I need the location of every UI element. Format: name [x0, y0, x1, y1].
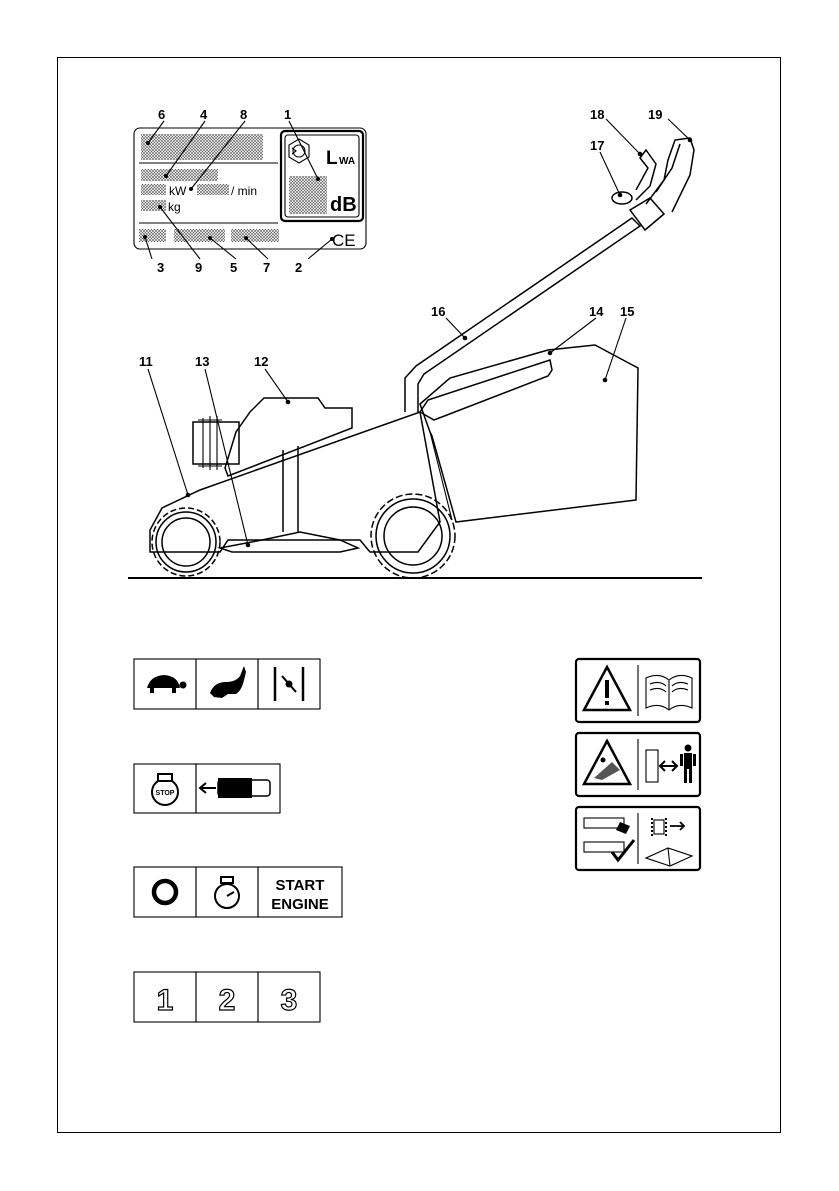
number-3: 3 [281, 984, 298, 1017]
engine-stop-icon: STOP [152, 774, 178, 805]
engine-start-icon [215, 877, 239, 908]
rating-plate: kW / min kg L WA dB CE 6 [134, 107, 366, 275]
callout-1: 1 [284, 107, 291, 122]
grass-catcher [420, 345, 638, 522]
callout-16: 16 [431, 304, 445, 319]
lwa-subscript: WA [339, 156, 355, 167]
number-1: 1 [157, 984, 174, 1017]
off-icon [154, 881, 176, 903]
lwa-label: L [326, 148, 338, 169]
warning-label-manual [576, 659, 700, 722]
plate-field-7 [231, 229, 279, 242]
db-label: dB [330, 194, 357, 216]
callout-4: 4 [200, 107, 208, 122]
callout-12: 12 [254, 354, 268, 369]
cutting-blade [220, 532, 358, 552]
callout-18: 18 [590, 107, 604, 122]
handle-release-icon [200, 778, 270, 798]
handle [405, 138, 694, 412]
turtle-icon [147, 675, 187, 693]
rabbit-icon [210, 666, 246, 698]
manual-book-icon [646, 675, 692, 710]
engine-label: ENGINE [271, 896, 329, 913]
spark-plug-icon [646, 818, 692, 866]
speed-symbol-strip [134, 659, 320, 709]
warning-label-distance [576, 733, 700, 796]
callout-11: 11 [139, 354, 153, 369]
front-wheel [152, 508, 220, 576]
plate-field-6 [141, 134, 263, 160]
rear-wheel [371, 494, 455, 578]
plate-field-3 [139, 229, 166, 242]
callout-8: 8 [240, 107, 247, 122]
plate-rpm-unit: / min [231, 184, 257, 198]
noise-level-icon [289, 139, 309, 163]
start-label: START [276, 877, 325, 894]
callout-15: 15 [620, 304, 634, 319]
control-lever [612, 192, 632, 204]
warning-triangle-icon [584, 667, 630, 710]
projectile-warning-icon [584, 741, 630, 784]
hand-blade-icon [584, 818, 634, 860]
callout-2: 2 [295, 260, 302, 275]
plate-field-kw [141, 184, 166, 195]
stop-symbol-strip: STOP [134, 764, 280, 813]
warning-label-blade [576, 807, 700, 870]
ce-mark: CE [332, 231, 356, 250]
callout-17: 17 [590, 138, 604, 153]
callout-13: 13 [195, 354, 209, 369]
callout-14: 14 [589, 304, 604, 319]
plate-field-4 [141, 169, 218, 181]
plate-kw-unit: kW [169, 184, 187, 198]
callout-6: 6 [158, 107, 165, 122]
stop-label: STOP [156, 790, 175, 797]
height-symbol-strip: 1 2 3 [134, 972, 320, 1022]
callout-19: 19 [648, 107, 662, 122]
plate-kg-unit: kg [168, 200, 181, 214]
person-icon [680, 745, 696, 784]
lwa-value-field [289, 176, 327, 214]
choke-icon [275, 667, 303, 701]
callout-7: 7 [263, 260, 270, 275]
plate-field-8 [197, 184, 229, 195]
number-2: 2 [219, 984, 236, 1017]
callout-3: 3 [157, 260, 164, 275]
callout-9: 9 [195, 260, 202, 275]
callout-5: 5 [230, 260, 237, 275]
start-symbol-strip: START ENGINE [134, 867, 342, 917]
